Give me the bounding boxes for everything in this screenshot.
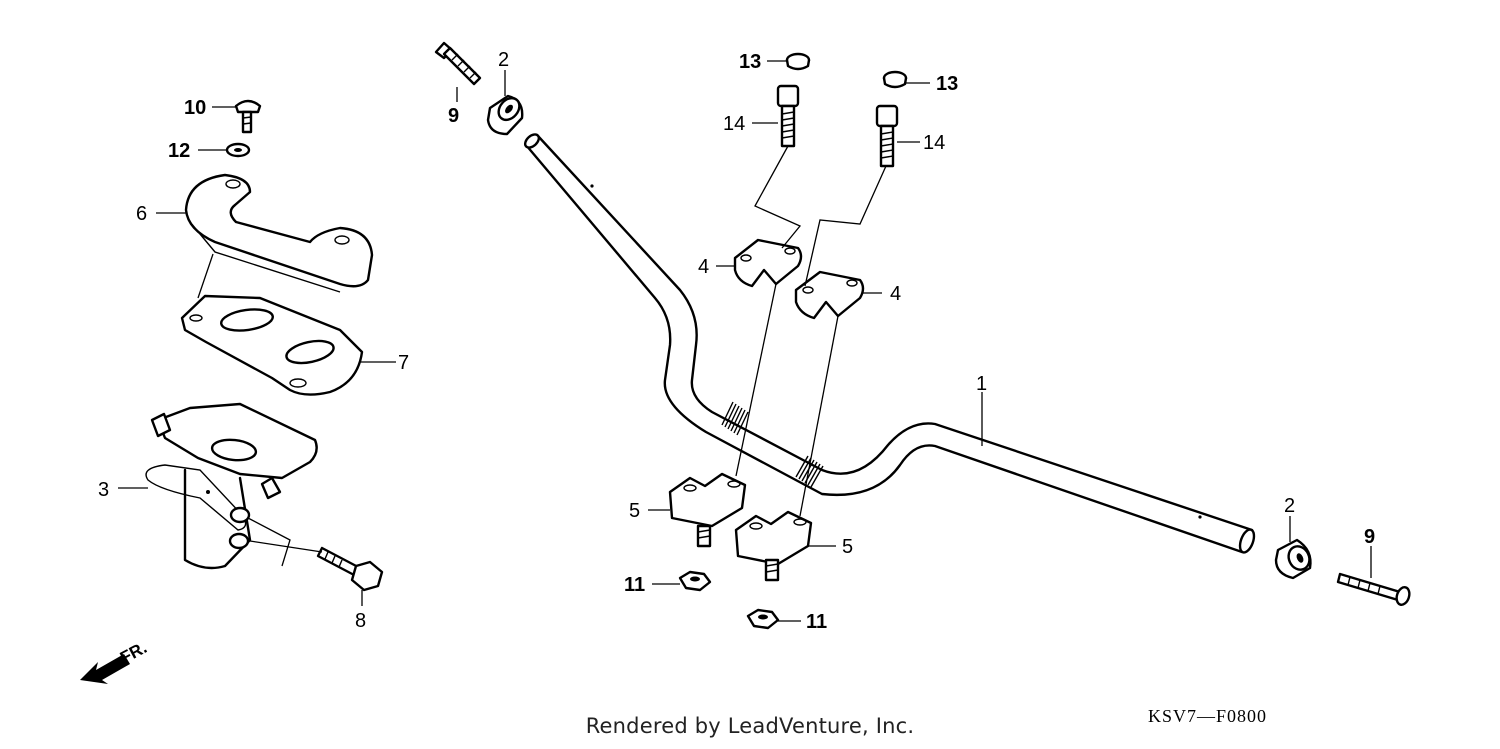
- callout-13-right: 13: [936, 73, 958, 95]
- bar-end-weight-right[interactable]: [1274, 538, 1313, 580]
- callout-4-right: 4: [890, 283, 901, 305]
- bolt-cap-right[interactable]: [882, 70, 908, 89]
- weight-screw-right[interactable]: [1336, 572, 1411, 606]
- callout-labels: 1 2 2 3 4 4 5 5 6 7 8 9 9 10 11 11 12 13…: [98, 49, 1375, 633]
- callout-4-left: 4: [698, 256, 709, 278]
- callout-5-left: 5: [629, 500, 640, 522]
- upper-holder-left[interactable]: [733, 238, 803, 288]
- bolt-cap-left[interactable]: [785, 52, 811, 71]
- handlebar-upper-cover[interactable]: [184, 173, 374, 293]
- diagram-code: KSV7—F0800: [1148, 706, 1268, 726]
- leader-lines: [118, 60, 1372, 622]
- callout-7: 7: [398, 352, 409, 374]
- callout-14-right: 14: [923, 132, 945, 154]
- holder-bolt-right[interactable]: [875, 104, 899, 168]
- lower-holder-right[interactable]: [734, 510, 813, 582]
- cover-screw[interactable]: [234, 99, 262, 134]
- footer-credit: Rendered by LeadVenture, Inc.: [585, 714, 915, 738]
- holder-bolt-left[interactable]: [776, 84, 800, 148]
- callout-8: 8: [355, 610, 366, 632]
- callout-3: 3: [98, 479, 109, 501]
- handlebar-pipe-bracket[interactable]: [145, 402, 318, 570]
- lower-holder-left[interactable]: [668, 472, 747, 548]
- callout-11-right: 11: [806, 611, 827, 633]
- callout-14-left: 14: [723, 113, 745, 135]
- callout-1: 1: [976, 373, 987, 395]
- handlebar[interactable]: [523, 132, 1257, 554]
- weight-screw-left[interactable]: [434, 41, 482, 86]
- holder-nut-left[interactable]: [678, 570, 712, 592]
- callout-2-left: 2: [498, 49, 509, 71]
- callout-13-left: 13: [739, 51, 761, 73]
- arrow-icon: [80, 654, 130, 684]
- knurl-band-left: [721, 401, 749, 436]
- front-direction-arrow: FR.: [80, 638, 150, 684]
- callout-9-left: 9: [448, 105, 459, 127]
- callout-12: 12: [168, 140, 190, 162]
- flange-bolt[interactable]: [316, 546, 384, 592]
- knurl-band-right: [795, 455, 824, 488]
- callout-11-left: 11: [624, 574, 645, 596]
- callout-2-right: 2: [1284, 495, 1295, 517]
- handlebar-lower-cover[interactable]: [180, 294, 364, 396]
- callout-5-right: 5: [842, 536, 853, 558]
- bar-end-weight-left[interactable]: [486, 94, 524, 136]
- callout-9-right: 9: [1364, 526, 1375, 548]
- holder-nut-right[interactable]: [746, 608, 780, 630]
- callout-10: 10: [184, 97, 206, 119]
- callout-6: 6: [136, 203, 147, 225]
- upper-holder-right[interactable]: [794, 270, 865, 320]
- cover-washer[interactable]: [225, 142, 251, 158]
